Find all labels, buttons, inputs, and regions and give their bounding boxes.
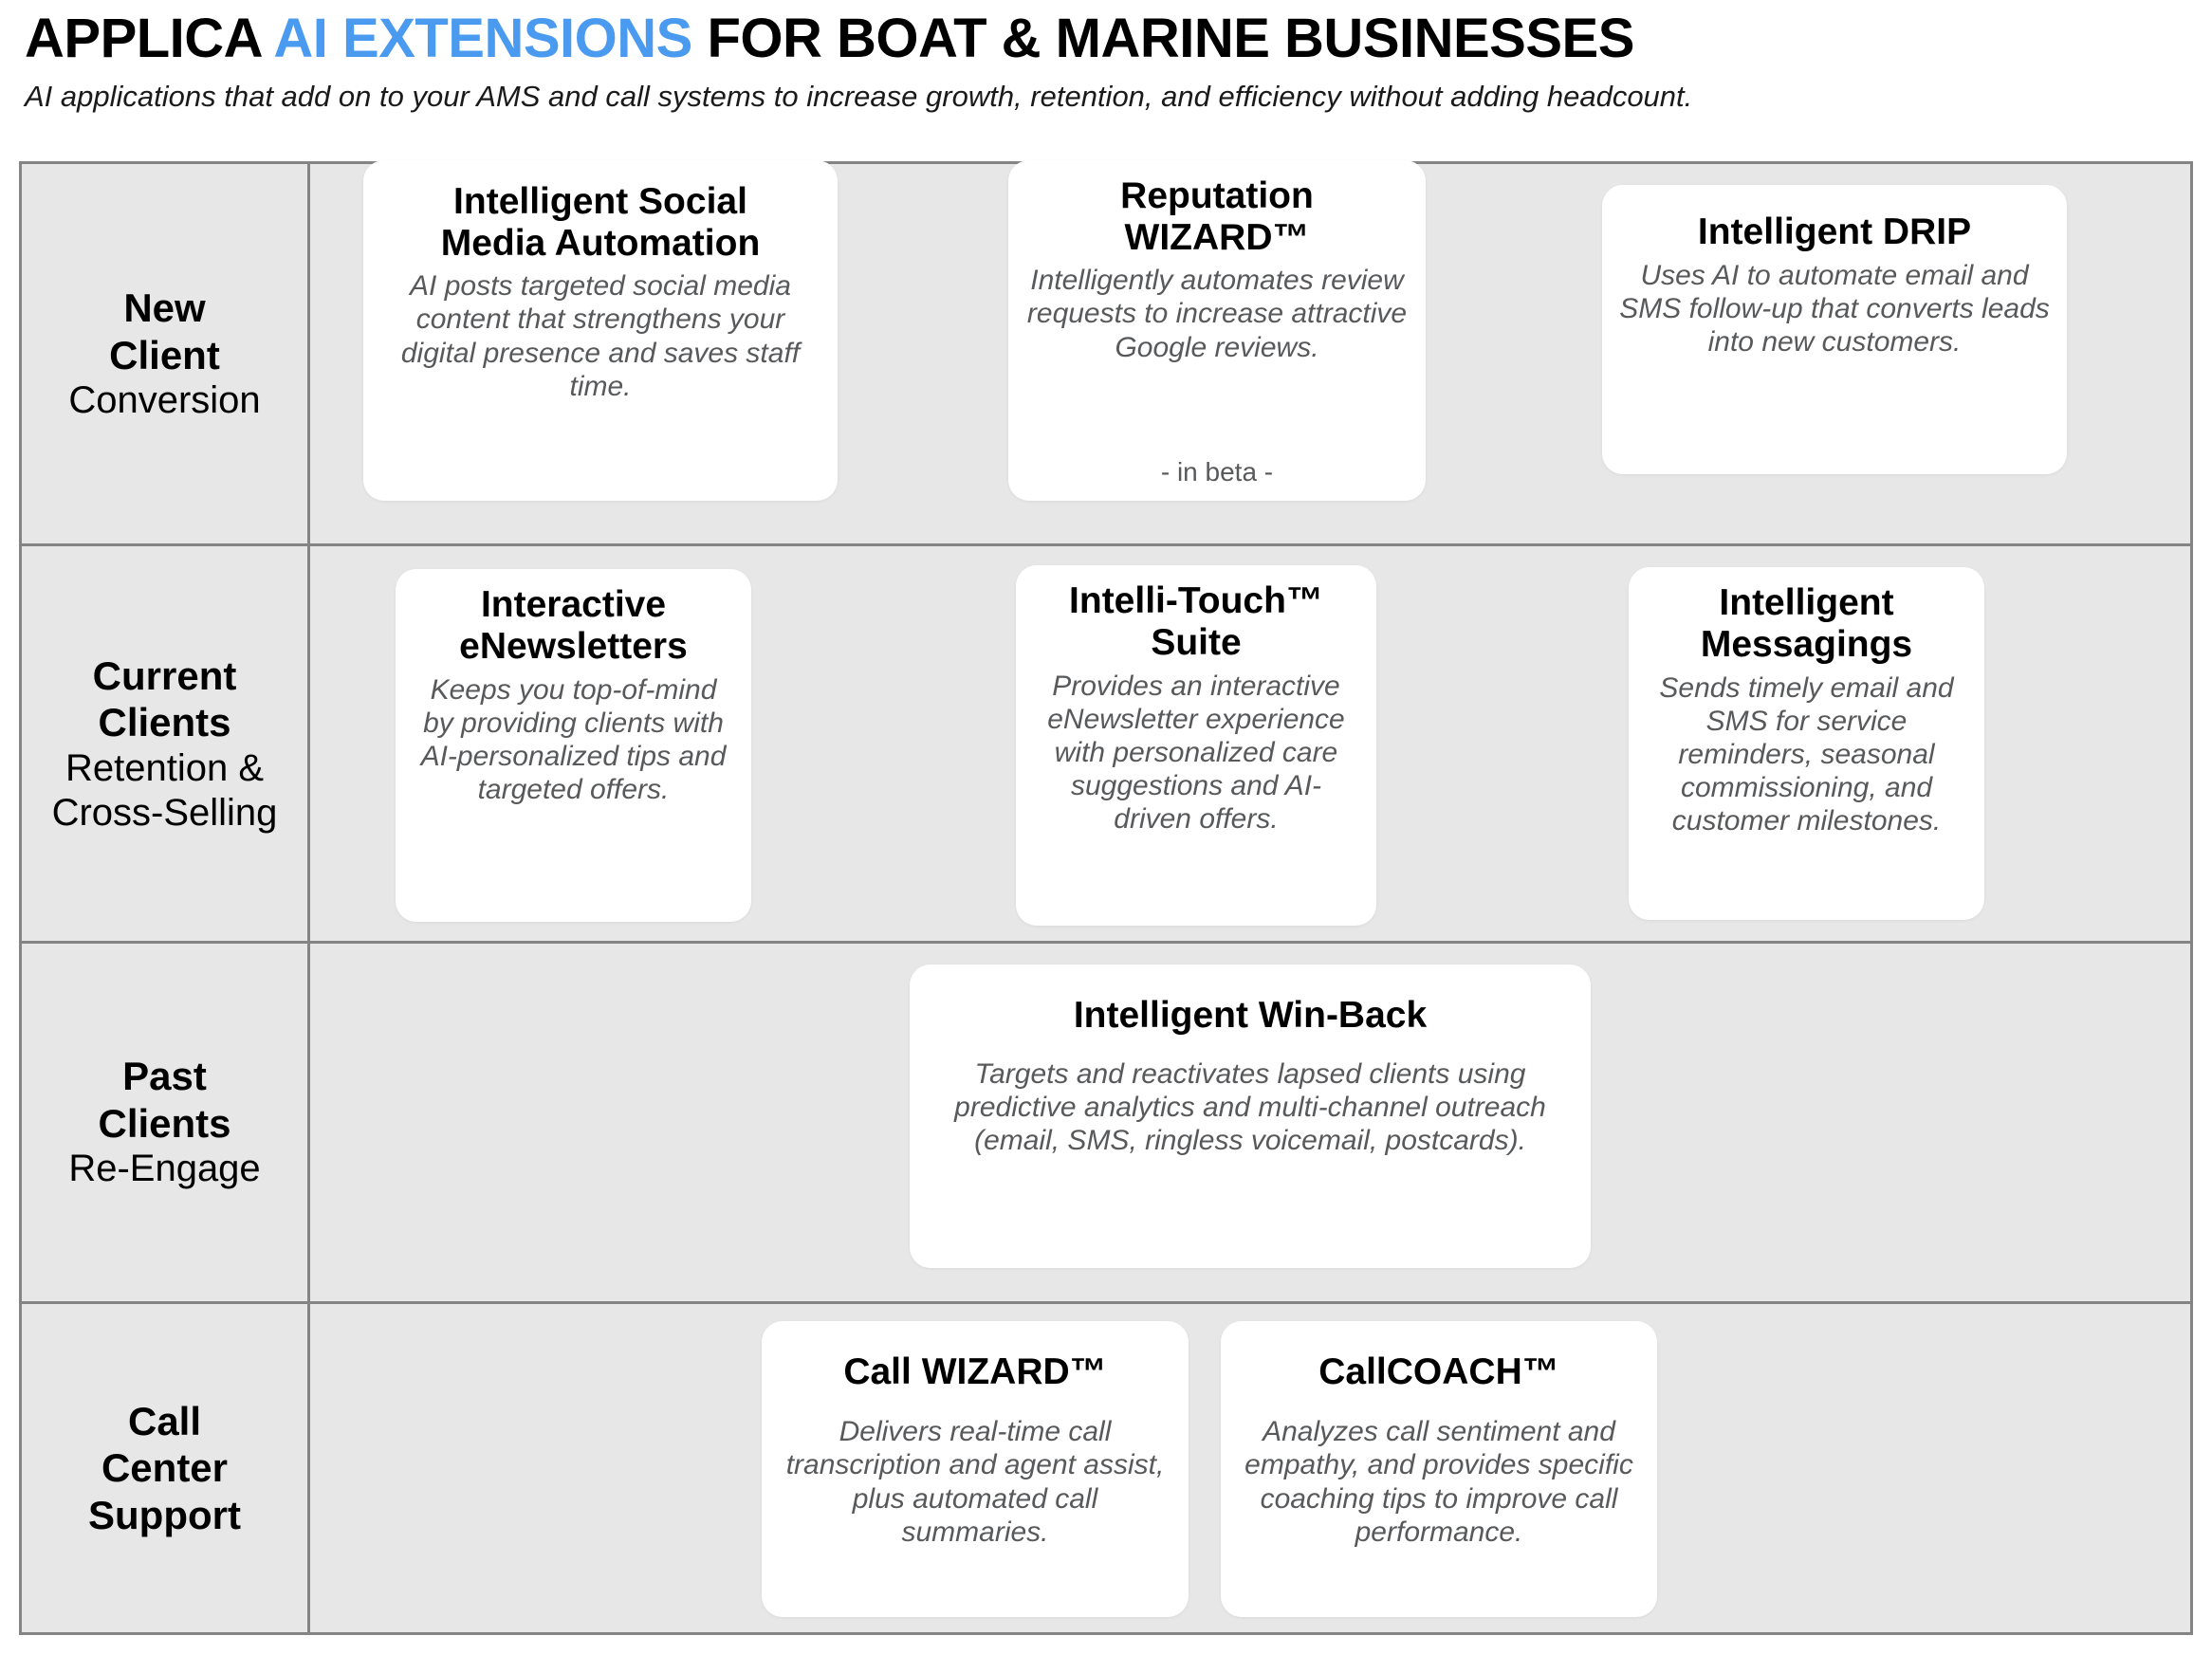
card-title-line1: Intelli-Touch™	[1069, 580, 1323, 622]
row-label-main-line1: Past	[122, 1054, 207, 1099]
card-description: Sends timely email and SMS for service r…	[1659, 671, 1954, 836]
card-description: Analyzes call sentiment and empathy, and…	[1244, 1416, 1633, 1548]
row-label-current-clients: Current Clients Retention & Cross-Sellin…	[22, 546, 310, 942]
card-title: Intelligent DRIP	[1697, 211, 1972, 252]
card-title: Intelligent Messagings	[1701, 582, 1912, 665]
card-intelligent-social-media-automation[interactable]: Intelligent Social Media Automation AI p…	[363, 160, 838, 501]
card-callcoach[interactable]: CallCOACH™ Analyzes call sentiment and e…	[1221, 1320, 1657, 1617]
row-label-main-line1: New	[123, 285, 206, 330]
row-label-main-line2: Clients	[98, 1100, 231, 1146]
card-title-line1: Intelligent	[1719, 582, 1894, 624]
card-title-line2: Suite	[1151, 621, 1242, 663]
matrix-row-past-clients: Past Clients Re-Engage Intelligent Win-B…	[22, 944, 2190, 1304]
card-title-line2: WIZARD™	[1124, 216, 1310, 258]
extensions-matrix: New Client Conversion Intelligent Social…	[19, 160, 2193, 1635]
card-title-line2: Messagings	[1700, 623, 1913, 665]
row-label-main-line3: Support	[88, 1492, 241, 1537]
card-title-line2: eNewsletters	[459, 625, 688, 667]
card-title: CallCOACH™	[1318, 1351, 1559, 1392]
row-label-sub: Re-Engage	[68, 1148, 261, 1190]
card-description: Provides an interactive eNewsletter expe…	[1047, 670, 1345, 835]
card-title: Call WIZARD™	[843, 1351, 1107, 1392]
row-cards-call-center-support: Call WIZARD™ Delivers real-time call tra…	[310, 1304, 2190, 1632]
row-cards-past-clients: Intelligent Win-Back Targets and reactiv…	[310, 944, 2190, 1300]
row-cards-new-client: Intelligent Social Media Automation AI p…	[310, 160, 2190, 543]
row-label-call-center-support: Call Center Support	[22, 1303, 310, 1632]
card-description: Targets and reactivates lapsed clients u…	[954, 1058, 1546, 1157]
card-description: Delivers real-time call transcription an…	[785, 1416, 1165, 1548]
card-title: Intelli-Touch™ Suite	[1069, 580, 1323, 663]
row-label-main-line2: Center	[101, 1445, 229, 1491]
matrix-row-current-clients: Current Clients Retention & Cross-Sellin…	[22, 546, 2190, 945]
card-description: Intelligently automates review requests …	[1026, 265, 1408, 363]
card-description: Uses AI to automate email and SMS follow…	[1619, 259, 2050, 358]
row-label-main-line1: Call	[127, 1398, 202, 1443]
card-intelligent-messagings[interactable]: Intelligent Messagings Sends timely emai…	[1629, 567, 1984, 921]
card-title-line1: Interactive	[480, 584, 667, 626]
card-title-line2: Media Automation	[440, 222, 761, 264]
title-accent-ai-extensions: AI EXTENSIONS	[273, 8, 692, 69]
card-title-line1: Intelligent Social	[453, 181, 747, 222]
matrix-row-new-client: New Client Conversion Intelligent Social…	[22, 160, 2190, 547]
card-reputation-wizard[interactable]: Reputation WIZARD™ Intelligently automat…	[1008, 160, 1426, 501]
card-title-line1: Reputation	[1120, 175, 1314, 216]
card-description: AI posts targeted social media content t…	[400, 270, 801, 402]
row-label-sub: Conversion	[68, 379, 261, 422]
title-segment-1: APPLICA	[25, 8, 274, 69]
card-title: Intelligent Win-Back	[1073, 995, 1428, 1037]
card-title: Interactive eNewsletters	[459, 584, 688, 667]
card-status-note-in-beta: - in beta -	[1160, 457, 1274, 487]
page-title: APPLICA AI EXTENSIONS FOR BOAT & MARINE …	[25, 9, 2212, 67]
row-label-sub-line2: Cross-Selling	[51, 791, 278, 834]
page-subtitle: AI applications that add on to your AMS …	[25, 80, 1693, 114]
title-segment-2: FOR BOAT & MARINE BUSINESSES	[691, 8, 1634, 69]
card-intelli-touch-suite[interactable]: Intelli-Touch™ Suite Provides an interac…	[1016, 565, 1376, 927]
row-label-past-clients: Past Clients Re-Engage	[22, 944, 310, 1301]
card-description: Keeps you top-of-mind by providing clien…	[420, 673, 727, 805]
row-label-main-line2: Clients	[98, 700, 231, 745]
card-interactive-enewsletters[interactable]: Interactive eNewsletters Keeps you top-o…	[396, 569, 751, 923]
row-label-main-line2: Client	[109, 332, 220, 377]
matrix-row-call-center-support: Call Center Support Call WIZARD™ Deliver…	[22, 1303, 2190, 1632]
card-intelligent-drip[interactable]: Intelligent DRIP Uses AI to automate ema…	[1602, 185, 2067, 474]
row-cards-current-clients: Interactive eNewsletters Keeps you top-o…	[310, 546, 2190, 941]
row-label-sub-line1: Retention &	[65, 746, 265, 789]
card-intelligent-win-back[interactable]: Intelligent Win-Back Targets and reactiv…	[910, 965, 1591, 1269]
card-call-wizard[interactable]: Call WIZARD™ Delivers real-time call tra…	[762, 1320, 1189, 1617]
card-title: Intelligent Social Media Automation	[441, 181, 761, 264]
page-header: APPLICA AI EXTENSIONS FOR BOAT & MARINE …	[0, 0, 2212, 114]
card-title: Reputation WIZARD™	[1120, 175, 1314, 258]
row-label-new-client: New Client Conversion	[22, 164, 310, 544]
row-label-main-line1: Current	[92, 652, 237, 698]
